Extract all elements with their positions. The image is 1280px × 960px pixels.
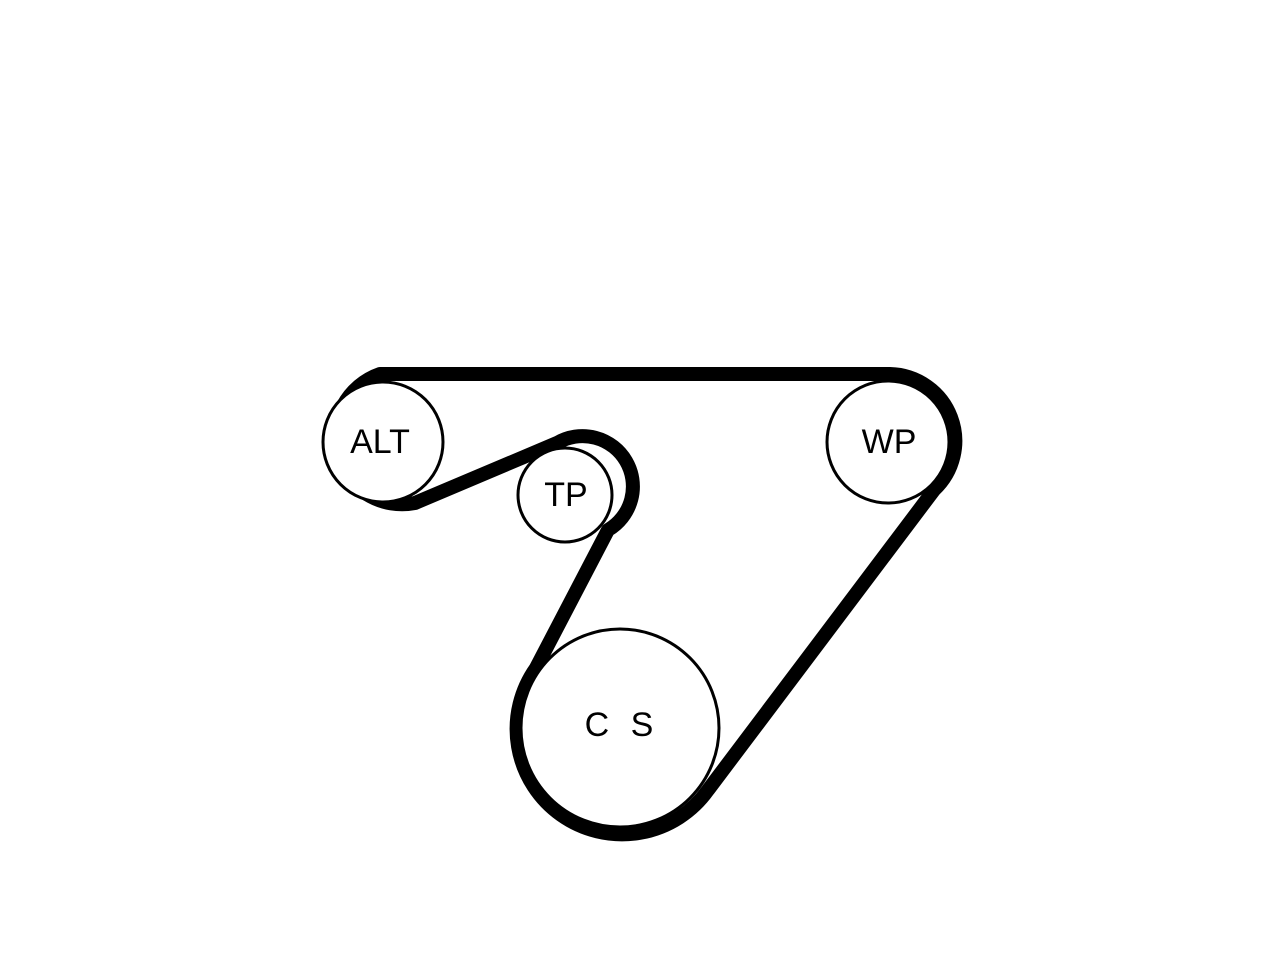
pulley-wp-circle bbox=[825, 379, 951, 505]
pulley-tp-label: TP bbox=[544, 476, 587, 514]
pulley-wp: WP bbox=[825, 379, 951, 505]
pulley-alt: ALT bbox=[321, 380, 445, 504]
pulley-alt-label: ALT bbox=[350, 423, 410, 461]
pulley-wp-label: WP bbox=[862, 423, 917, 461]
pulley-cs-circle bbox=[519, 627, 721, 829]
pulley-alt-circle bbox=[321, 380, 445, 504]
pulley-tp-circle bbox=[516, 446, 614, 544]
pulley-tp: TP bbox=[516, 446, 614, 544]
pulley-cs-label: C S bbox=[585, 706, 660, 744]
pulley-cs: C S bbox=[519, 627, 721, 829]
